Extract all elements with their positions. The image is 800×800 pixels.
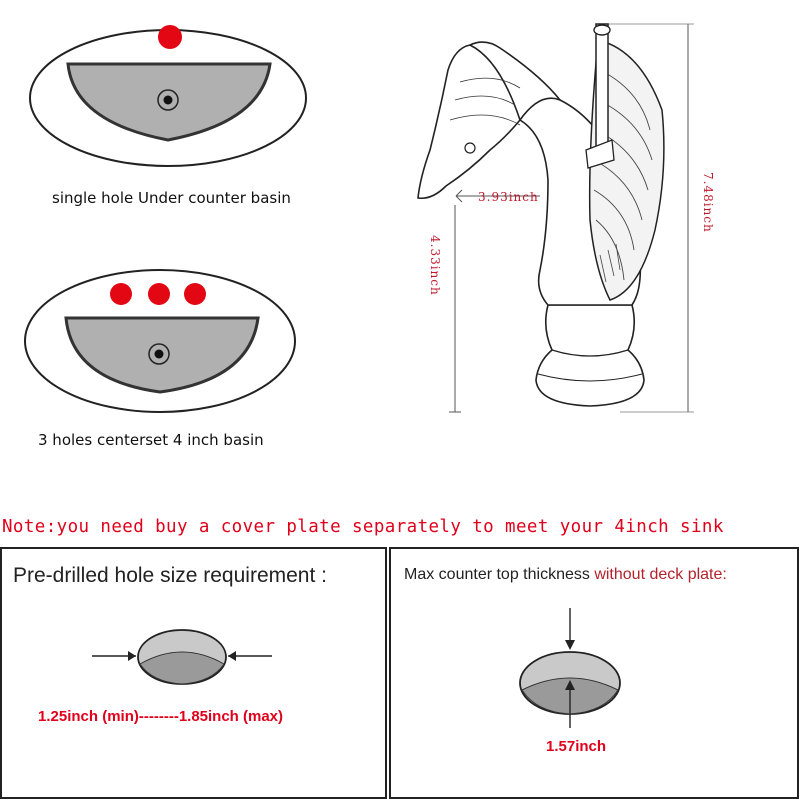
faucet-hole-icon — [148, 283, 170, 305]
spout-reach-label: 3.93inch — [478, 190, 539, 204]
faucet-hole-icon — [184, 283, 206, 305]
swan-eye-icon — [464, 142, 476, 154]
counter-thickness-value: 1.57inch — [546, 738, 607, 755]
faucet-hole-icon — [110, 283, 132, 305]
hole-size-range: 1.25inch (min)--------1.85inch (max) — [38, 708, 284, 725]
swan-head-spout — [417, 44, 521, 200]
cover-plate-note: Note:you need buy a cover plate separate… — [2, 517, 724, 537]
counter-thickness-title-prefix: Max counter top thickness — [404, 566, 595, 583]
faucet-hole-icon — [158, 25, 182, 49]
basin-caption: single hole Under counter basin — [52, 189, 291, 207]
counter-thickness-title-highlight: without deck plate: — [594, 566, 727, 583]
hole-size-title: Pre-drilled hole size requirement : — [13, 564, 327, 587]
counter-thickness-title: Max counter top thickness without deck p… — [404, 566, 727, 584]
basin-caption: 3 holes centerset 4 inch basin — [38, 431, 264, 449]
